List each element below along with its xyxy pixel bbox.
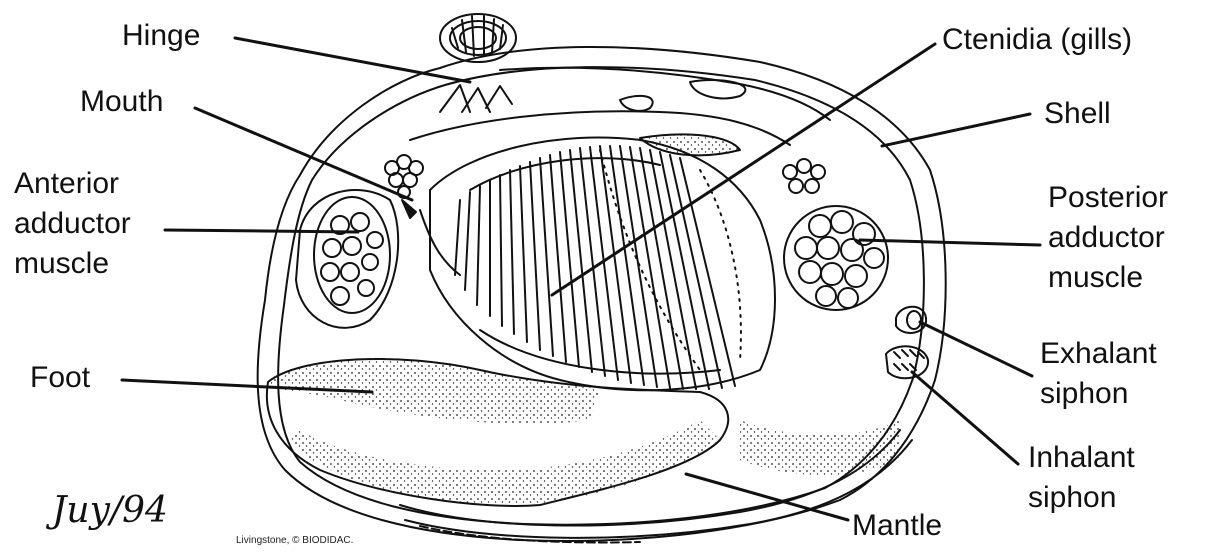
- label-inhalant-line2: siphon: [1028, 478, 1135, 518]
- artist-signature: Juy/94: [52, 490, 168, 531]
- image-credit: Livingstone, © BIODIDAC.: [236, 535, 353, 546]
- leader-lines: [122, 38, 1040, 520]
- anterior-adductor-muscle: [296, 190, 398, 328]
- label-posterior-line1: Posterior: [1048, 178, 1168, 218]
- label-foot: Foot: [30, 358, 90, 398]
- label-anterior-line3: muscle: [14, 244, 131, 284]
- anterior-leader: [165, 230, 358, 232]
- visceral-cluster: [783, 159, 825, 193]
- label-exhalant-siphon: Exhalant siphon: [1040, 334, 1157, 414]
- label-ctenidia: Ctenidia (gills): [942, 20, 1132, 60]
- label-posterior-line3: muscle: [1048, 258, 1168, 298]
- inhalant-leader: [912, 372, 1018, 464]
- label-anterior-line2: adductor: [14, 204, 131, 244]
- hinge-leader: [235, 38, 470, 82]
- hinge-umbo: [440, 14, 516, 62]
- shell-leader: [882, 114, 1030, 146]
- posterior-adductor-muscle: [784, 206, 888, 310]
- label-posterior-line2: adductor: [1048, 218, 1168, 258]
- mouth-leader: [195, 108, 412, 200]
- mantle-leader: [686, 474, 848, 520]
- label-inhalant-siphon: Inhalant siphon: [1028, 438, 1135, 518]
- label-shell: Shell: [1044, 94, 1111, 134]
- label-anterior-adductor: Anterior adductor muscle: [14, 164, 131, 284]
- label-exhalant-line2: siphon: [1040, 374, 1157, 414]
- hinge-teeth: [440, 85, 512, 112]
- label-hinge: Hinge: [122, 16, 200, 56]
- exhalant-siphon-shape: [896, 307, 926, 333]
- label-posterior-adductor: Posterior adductor muscle: [1048, 178, 1168, 298]
- label-exhalant-line1: Exhalant: [1040, 334, 1157, 374]
- ctenidia-leader: [552, 44, 935, 295]
- label-anterior-line1: Anterior: [14, 164, 131, 204]
- label-mantle: Mantle: [852, 506, 942, 546]
- ctenidia-gills: [430, 137, 775, 390]
- inhalant-siphon-shape: [886, 346, 928, 378]
- label-mouth: Mouth: [80, 82, 163, 122]
- label-inhalant-line1: Inhalant: [1028, 438, 1135, 478]
